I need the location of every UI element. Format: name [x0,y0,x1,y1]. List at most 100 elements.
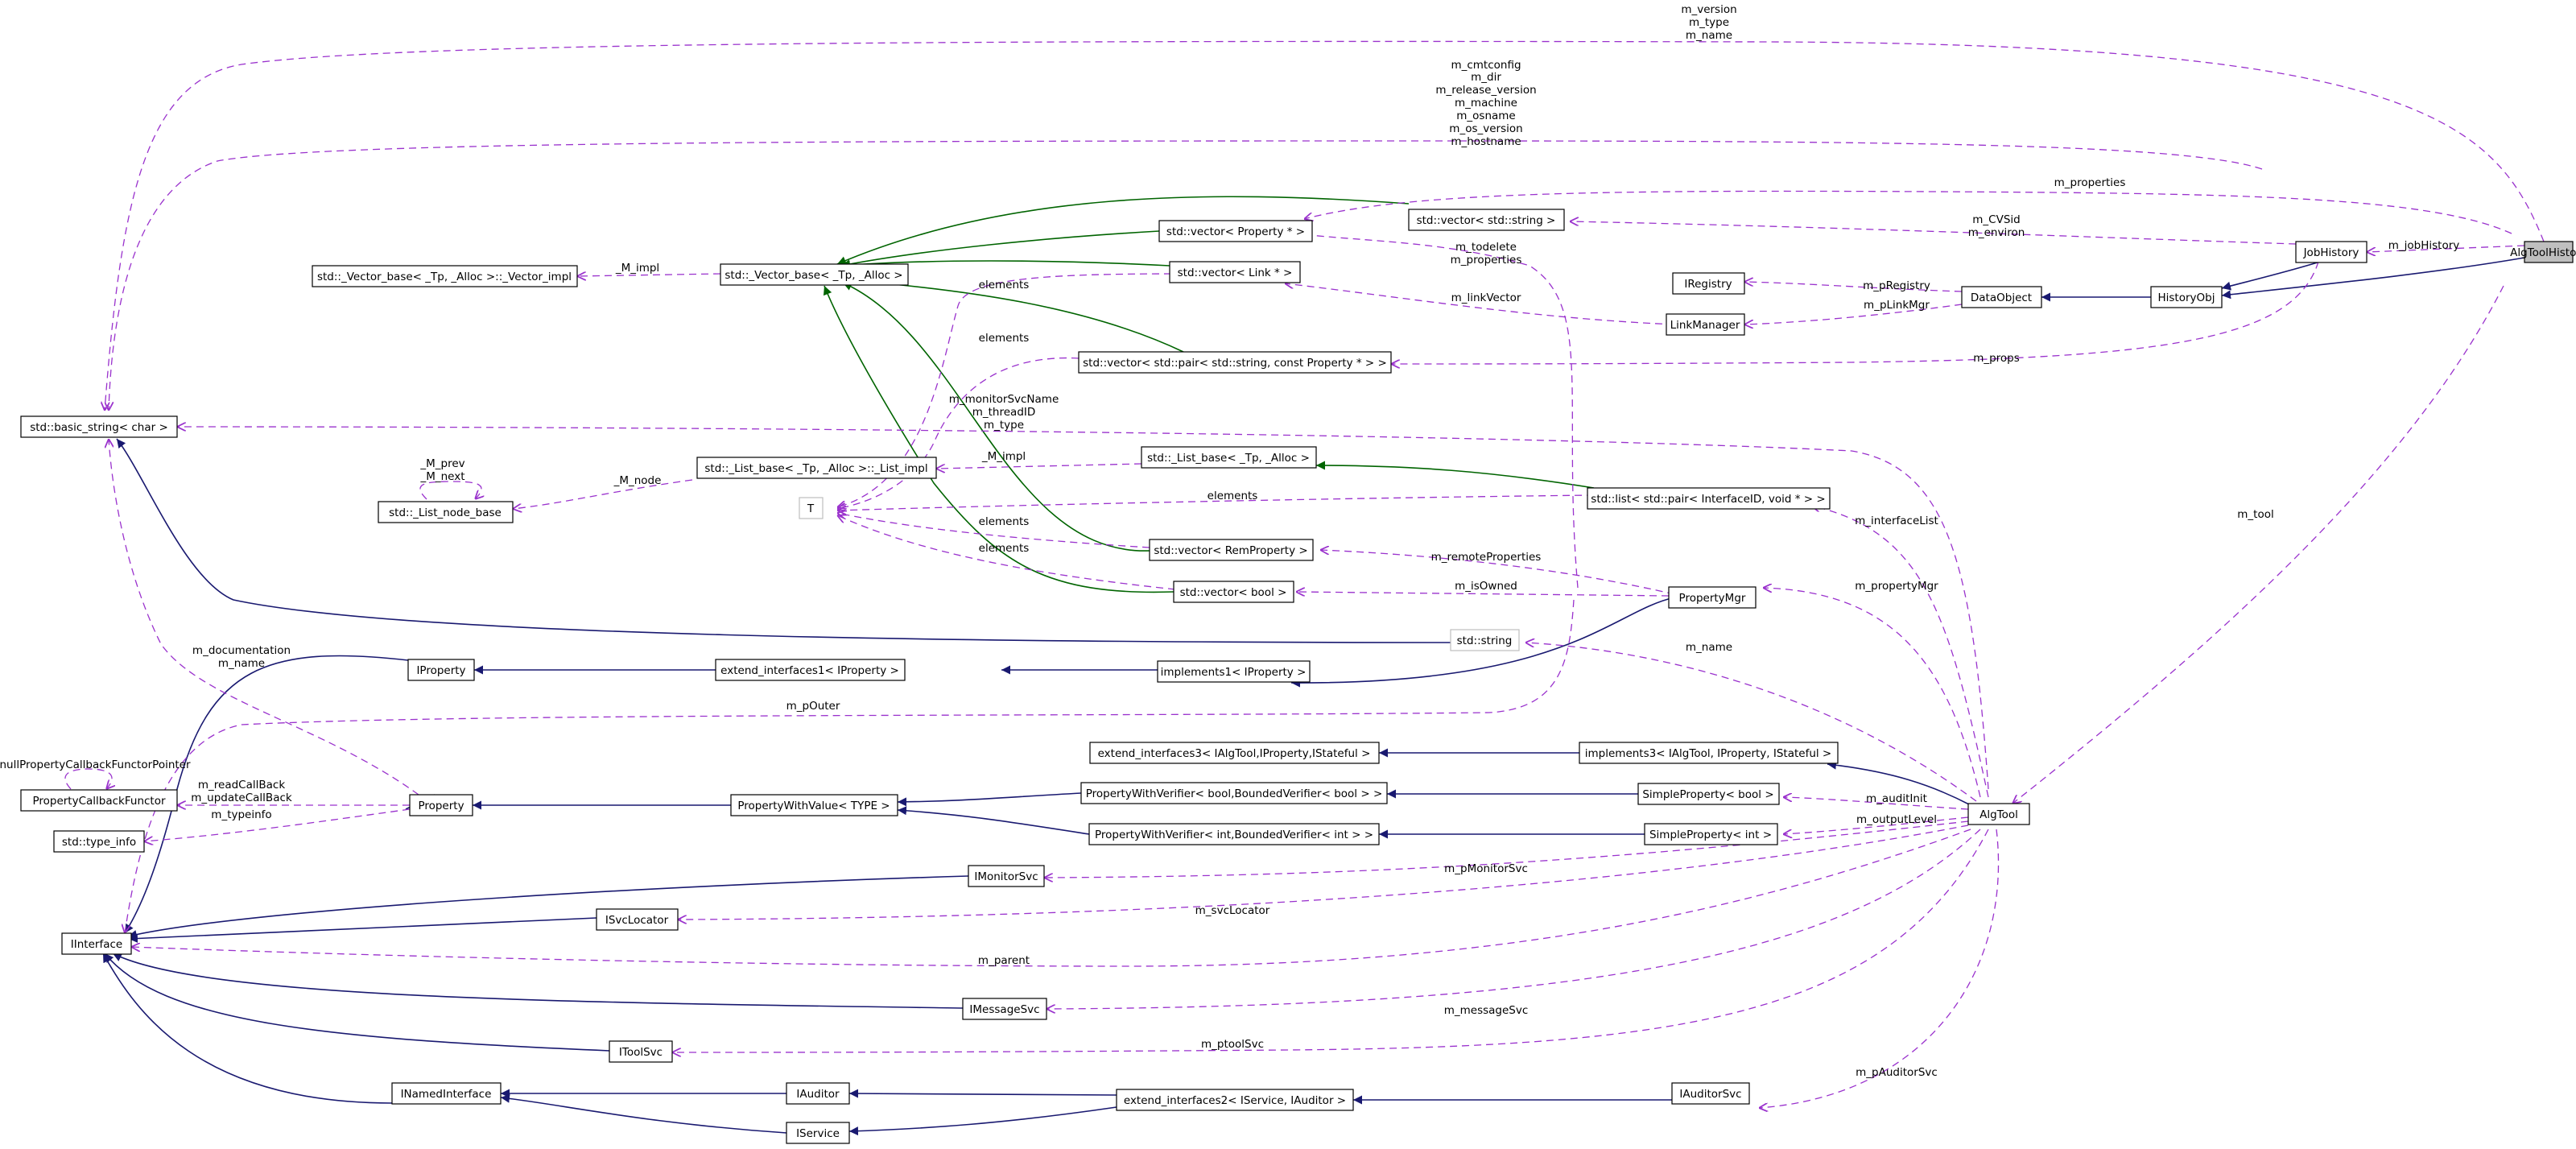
svg-text:LinkManager: LinkManager [1670,319,1740,332]
label-m-propertymgr: m_propertyMgr [1855,580,1938,593]
svg-text:std::basic_string< char >: std::basic_string< char > [30,421,168,434]
node-basic-string[interactable]: std::basic_string< char > [20,415,178,438]
label-m-updatecallback: m_updateCallBack [191,791,292,804]
svg-text:std::type_info: std::type_info [62,836,136,849]
edge-vecremprop-to-vectorbase [842,282,1150,552]
edge-inamedinterface-to-iinterface [102,953,393,1104]
node-list-pair[interactable]: std::list< std::pair< InterfaceID, void … [1587,487,1831,510]
node-isvclocator[interactable]: ISvcLocator [596,908,679,931]
svg-text:IToolSvc: IToolSvc [619,1046,663,1059]
svg-text:std::vector< RemProperty >: std::vector< RemProperty > [1154,544,1307,557]
node-property[interactable]: Property [409,794,473,816]
node-vector-base[interactable]: std::_Vector_base< _Tp, _Alloc > [720,263,909,286]
node-std-string[interactable]: std::string [1450,629,1520,651]
node-ext-iface1[interactable]: extend_interfaces1< IProperty > [715,659,906,681]
node-sp-int[interactable]: SimpleProperty< int > [1644,823,1778,845]
node-iregistry[interactable]: IRegistry [1672,272,1745,295]
node-propertymgr[interactable]: PropertyMgr [1668,586,1757,609]
node-vec-pair[interactable]: std::vector< std::pair< std::string, con… [1078,351,1392,374]
node-vec-string[interactable]: std::vector< std::string > [1408,209,1565,231]
node-historyobj[interactable]: HistoryObj [2150,286,2223,308]
node-vec-bool[interactable]: std::vector< bool > [1173,581,1294,603]
edge-vecbool-elements-to-t [837,515,1176,590]
edge-propertymgr-todelete-to-vecproperty [1302,234,1579,589]
edge-algtool-auditinit-to-spbool [1783,797,1969,810]
label-elements-list: elements [1208,490,1258,502]
edge-iservice-to-inamedinterface [500,1093,787,1134]
node-list-node-base[interactable]: std::_List_node_base [378,501,514,523]
label-m-monitorsvcname: m_monitorSvcName [949,393,1059,406]
node-list-impl[interactable]: std::_List_base< _Tp, _Alloc >::_List_im… [696,457,937,479]
node-linkmanager[interactable]: LinkManager [1666,313,1745,336]
svg-text:IAuditor: IAuditor [796,1088,840,1101]
edge-listpair-to-listbase [1315,461,1595,489]
node-iproperty[interactable]: IProperty [407,659,475,681]
node-pwver-bool[interactable]: PropertyWithVerifier< bool,BoundedVerifi… [1080,782,1388,804]
node-pwver-int[interactable]: PropertyWithVerifier< int,BoundedVerifie… [1088,823,1380,845]
svg-text:std::vector< Link * >: std::vector< Link * > [1178,267,1293,279]
svg-text:std::vector< Property * >: std::vector< Property * > [1166,225,1305,238]
label-m-prev: _M_prev [419,457,464,470]
node-dataobject[interactable]: DataObject [1961,286,2042,308]
node-itoolsvc[interactable]: IToolSvc [609,1040,673,1063]
label-m-cvsid: m_CVSid [1972,213,2020,226]
node-t[interactable]: T [799,497,824,519]
label-m-properties-2: m_properties [1451,254,1522,267]
node-pwv[interactable]: PropertyWithValue< TYPE > [730,794,898,816]
node-vector-impl[interactable]: std::_Vector_base< _Tp, _Alloc >::_Vecto… [312,265,578,287]
node-pcf[interactable]: PropertyCallbackFunctor [20,789,178,812]
label-m-outputlevel: m_outputLevel [1856,813,1937,826]
edge-itoolsvc-to-iinterface [104,953,610,1052]
svg-text:PropertyWithValue< TYPE >: PropertyWithValue< TYPE > [737,800,890,812]
node-iauditorsvc[interactable]: IAuditorSvc [1671,1082,1750,1105]
svg-text:ISvcLocator: ISvcLocator [605,914,669,927]
label-m-ptoolsvc: m_ptoolSvc [1201,1038,1264,1051]
node-ext-iface3[interactable]: extend_interfaces3< IAlgTool,IProperty,I… [1089,742,1380,764]
edge-jobhistory-to-historyobj [2221,261,2321,291]
edge-vecstring-to-vectorbase [836,196,1410,265]
node-imonitorsvc[interactable]: IMonitorSvc [968,865,1045,887]
label-m-messagesvc: m_messageSvc [1444,1004,1529,1017]
label-m-type: m_type [1689,16,1729,29]
node-inamedinterface[interactable]: INamedInterface [391,1082,502,1105]
node-vec-property[interactable]: std::vector< Property * > [1158,220,1313,242]
edge-veclink-to-vectorbase [840,260,1170,270]
node-algtoolhistory[interactable]: AlgToolHistory [2510,241,2576,263]
node-typeinfo[interactable]: std::type_info [53,830,145,853]
node-impl1[interactable]: implements1< IProperty > [1157,660,1311,683]
node-vec-link[interactable]: std::vector< Link * > [1169,261,1301,283]
svg-text:extend_interfaces2< IService,: extend_interfaces2< IService, IAuditor > [1124,1094,1346,1107]
svg-text:INamedInterface: INamedInterface [401,1088,492,1101]
edge-algtool-to-impl3 [1827,760,1971,806]
node-ext-iface2[interactable]: extend_interfaces2< IService, IAuditor > [1116,1089,1354,1111]
label-m-os-version: m_os_version [1449,122,1522,135]
node-vec-remprop[interactable]: std::vector< RemProperty > [1149,539,1314,561]
edge-algtool-outputlevel-to-spint [1783,816,1969,834]
label-m-pregistry: m_pRegistry [1863,279,1930,292]
svg-text:AlgTool: AlgTool [1979,808,2018,821]
edge-isvclocator-to-iinterface [128,917,597,944]
edge-stdstring-to-basicstring [116,438,1451,643]
label-m-interfacelist: m_interfaceList [1855,515,1938,527]
svg-text:SimpleProperty< bool >: SimpleProperty< bool > [1642,788,1773,801]
edge-pwverint-to-pwv [897,806,1090,835]
svg-text:std::vector< std::pair< std::s: std::vector< std::pair< std::string, con… [1083,357,1387,370]
node-impl3[interactable]: implements3< IAlgTool, IProperty, IState… [1579,742,1839,764]
svg-text:std::_List_node_base: std::_List_node_base [389,506,502,519]
node-algtool[interactable]: AlgTool [1967,803,2030,825]
edge-vecremprop-elements-to-t [837,513,1150,548]
node-jobhistory[interactable]: JobHistory [2295,241,2368,263]
svg-text:T: T [807,502,815,515]
node-sp-bool[interactable]: SimpleProperty< bool > [1637,783,1780,805]
label-m-version: m_version [1681,3,1736,16]
node-imessagesvc[interactable]: IMessageSvc [962,998,1047,1020]
nodes: AlgToolHistory JobHistory HistoryObj Dat… [20,209,2576,1144]
edge-algtoolhistory-jobhistory [2367,245,2525,252]
node-iservice[interactable]: IService [786,1122,850,1144]
edge-listbase-impl-to-listimpl [936,463,1142,469]
node-list-base[interactable]: std::_List_base< _Tp, _Alloc > [1141,446,1317,469]
node-iauditor[interactable]: IAuditor [786,1082,850,1105]
edge-property-typeinfo [144,808,411,841]
edge-linkmanager-linkvector-to-veclink [1285,283,1675,325]
node-iinterface[interactable]: IInterface [61,932,132,955]
